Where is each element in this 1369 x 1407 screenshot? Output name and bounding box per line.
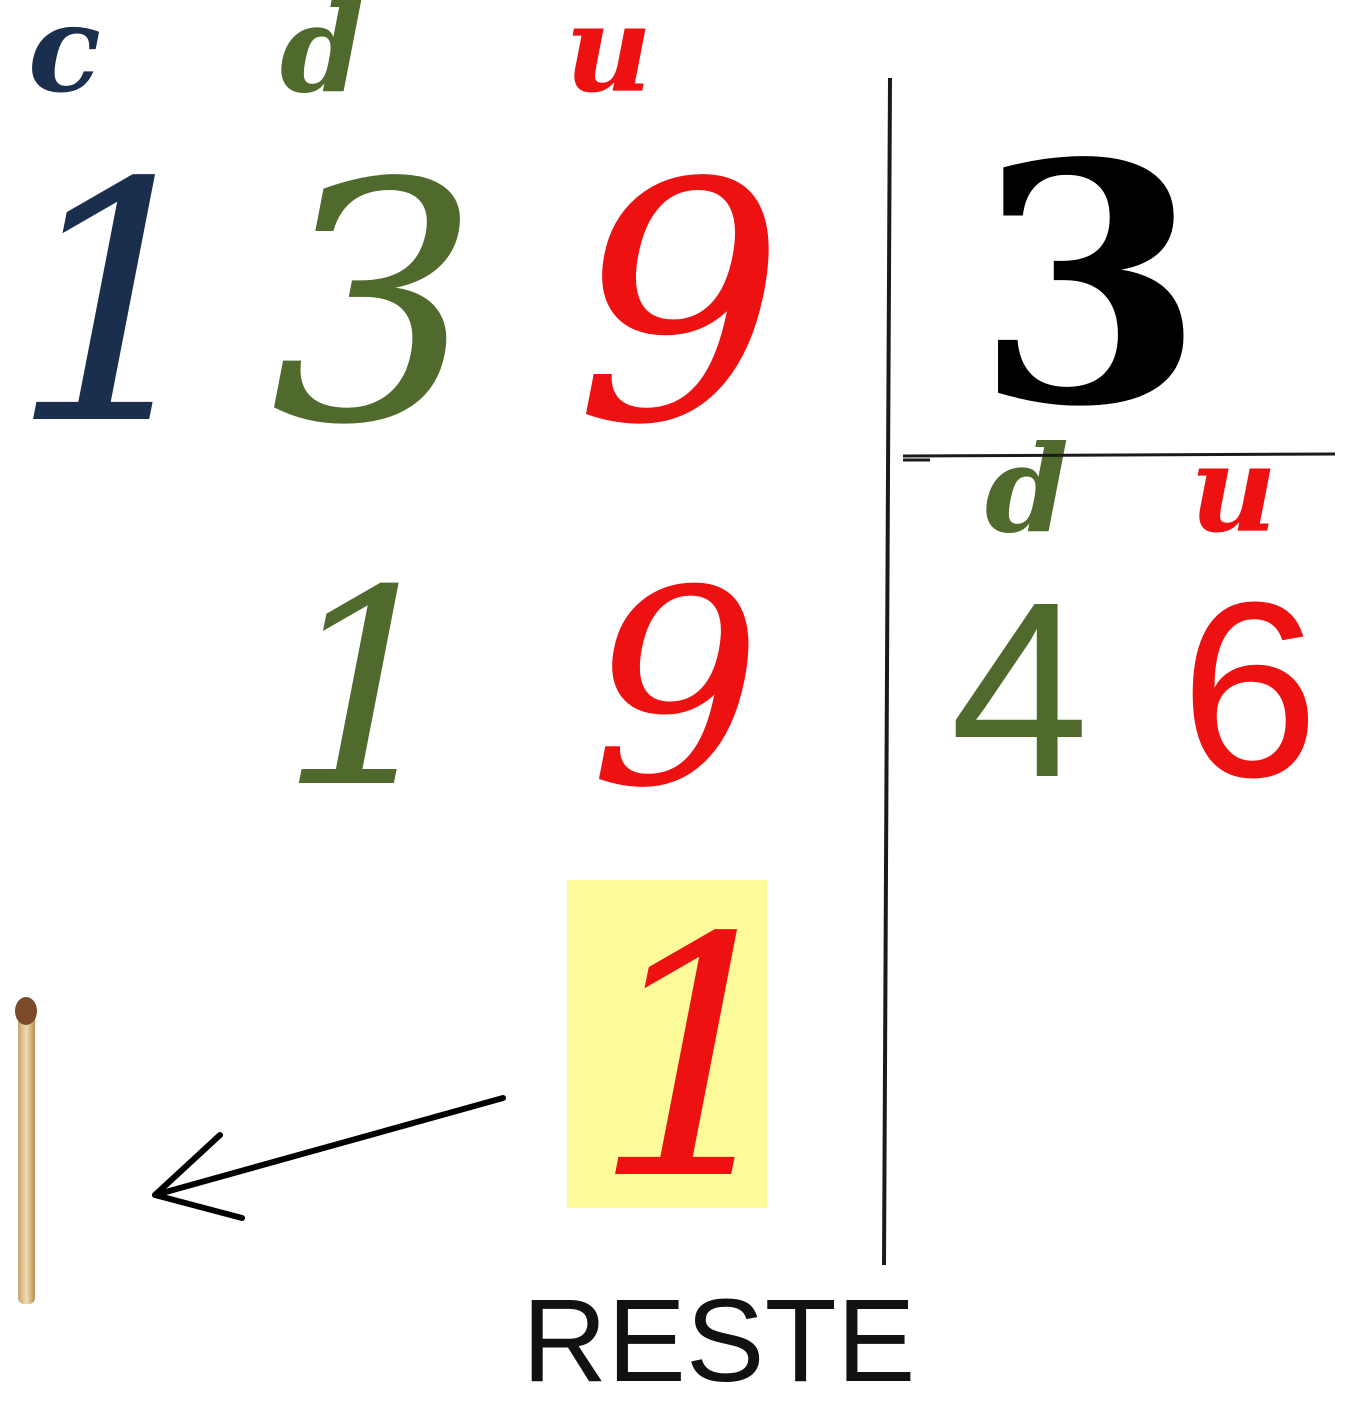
- partial-digit-unites: 9: [590, 532, 762, 847]
- label-unites: u: [565, 0, 653, 120]
- quotient-digit-unites: 6: [1180, 550, 1320, 829]
- divisor: 3: [975, 91, 1205, 479]
- matchstick-icon: [15, 997, 37, 1304]
- remainder-highlight: [567, 880, 767, 1208]
- quotient-digit-dizaines: 4: [950, 550, 1090, 829]
- remainder-label: RESTE: [522, 1275, 916, 1407]
- label-dizaines: d: [280, 0, 364, 120]
- remainder-digit: 1: [592, 868, 802, 1252]
- label-centaines: c: [28, 0, 102, 120]
- division-vertical-line: [882, 77, 892, 1266]
- quotient-label-unites: u: [1190, 419, 1278, 560]
- quotient-label-dizaines: d: [985, 419, 1069, 560]
- dividend-digit-dizaines: 3: [270, 113, 480, 497]
- dividend-digit-centaines: 1: [10, 113, 220, 497]
- arrow-left-icon: [152, 1095, 506, 1221]
- division-horizontal-line: [902, 452, 1336, 458]
- dividend-digit-unites: 9: [575, 113, 785, 497]
- partial-digit-dizaines: 1: [280, 532, 452, 847]
